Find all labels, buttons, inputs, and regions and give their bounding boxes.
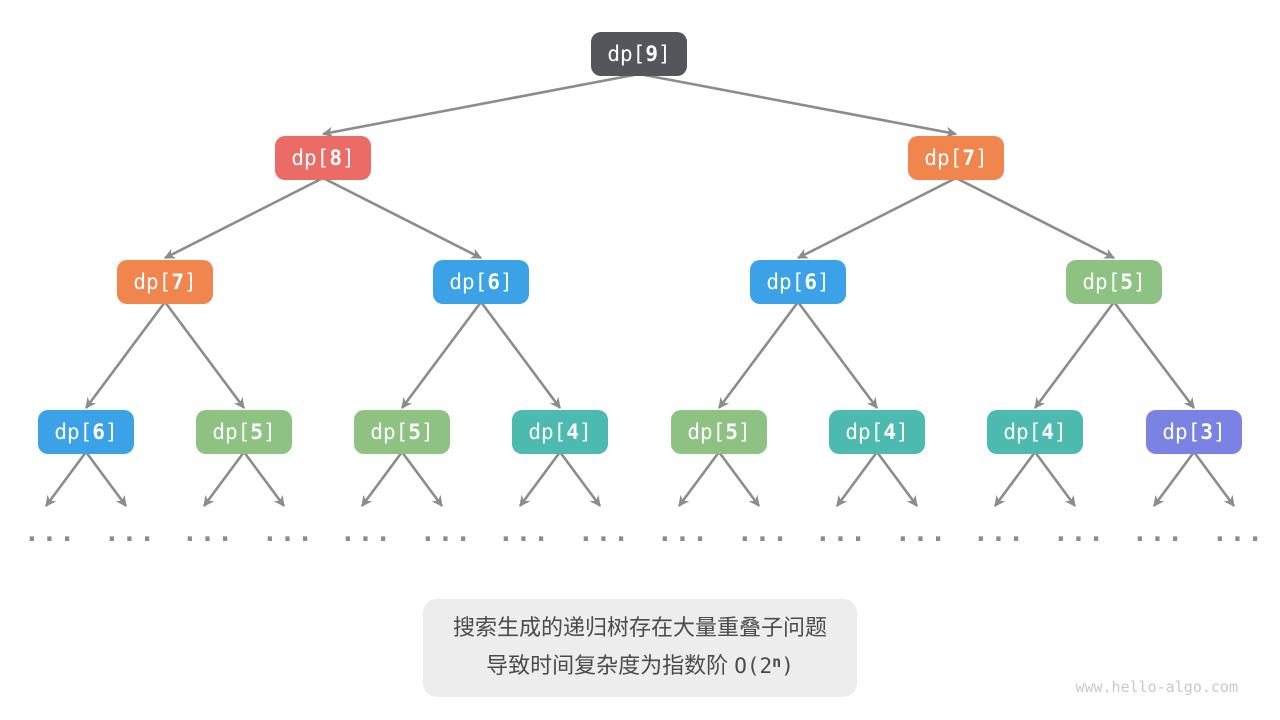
tree-edge-arrow — [400, 301, 483, 409]
tree-node-dp-5: dp[5] — [354, 410, 450, 454]
ellipsis-subtree: ... — [578, 518, 631, 548]
ellipsis-subtree: ... — [182, 518, 235, 548]
tree-edge-arrow — [322, 176, 482, 260]
caption-line-2: 导致时间复杂度为指数阶 O(2n) — [486, 653, 794, 678]
tree-edge-arrow — [400, 451, 444, 507]
ellipsis-subtree: ... — [420, 518, 473, 548]
tree-edge-arrow — [44, 451, 88, 507]
tree-node-dp-4: dp[4] — [829, 410, 925, 454]
ellipsis-subtree: ... — [1132, 518, 1185, 548]
tree-edge-arrow — [518, 451, 562, 507]
tree-edge-arrow — [1192, 451, 1236, 507]
tree-node-dp-5: dp[5] — [1066, 260, 1162, 304]
tree-edge-arrow — [717, 451, 761, 507]
tree-edge-arrow — [955, 176, 1115, 260]
caption-box: 搜索生成的递归树存在大量重叠子问题 导致时间复杂度为指数阶 O(2n) — [422, 599, 858, 697]
tree-edge-arrow — [242, 451, 286, 507]
ellipsis-subtree: ... — [657, 518, 710, 548]
tree-edge-arrow — [797, 176, 957, 260]
tree-node-dp-8: dp[8] — [275, 136, 371, 180]
tree-edge-arrow — [1152, 451, 1196, 507]
tree-edge-arrow — [717, 301, 800, 409]
tree-node-dp-5: dp[5] — [196, 410, 292, 454]
tree-edge-arrow — [479, 301, 562, 409]
tree-edge-arrow — [360, 451, 404, 507]
tree-edge-arrow — [875, 451, 919, 507]
ellipsis-subtree: ... — [1053, 518, 1106, 548]
tree-edge-arrow — [164, 176, 324, 260]
tree-edge-arrow — [163, 301, 246, 409]
tree-edge-arrow — [202, 451, 246, 507]
tree-node-dp-3: dp[3] — [1146, 410, 1242, 454]
ellipsis-subtree: ... — [262, 518, 315, 548]
tree-node-dp-6: dp[6] — [38, 410, 134, 454]
ellipsis-subtree: ... — [973, 518, 1026, 548]
tree-edge-arrow — [1033, 301, 1116, 409]
tree-edge-arrow — [558, 451, 602, 507]
tree-node-dp-4: dp[4] — [512, 410, 608, 454]
ellipsis-subtree: ... — [895, 518, 948, 548]
ellipsis-subtree: ... — [498, 518, 551, 548]
tree-node-dp-6: dp[6] — [433, 260, 529, 304]
tree-edge-arrow — [835, 451, 879, 507]
tree-edge-arrow — [677, 451, 721, 507]
tree-edge-arrow — [638, 72, 958, 138]
tree-node-dp-4: dp[4] — [987, 410, 1083, 454]
ellipsis-subtree: ... — [737, 518, 790, 548]
ellipsis-subtree: ... — [815, 518, 868, 548]
tree-edge-arrow — [84, 301, 167, 409]
tree-edge-arrow — [796, 301, 879, 409]
tree-node-dp-5: dp[5] — [671, 410, 767, 454]
tree-edge-arrow — [1112, 301, 1196, 409]
tree-edge-arrow — [321, 72, 640, 138]
ellipsis-subtree: ... — [340, 518, 393, 548]
tree-edge-arrow — [1033, 451, 1077, 507]
tree-node-dp-7: dp[7] — [117, 260, 213, 304]
tree-edge-arrow — [993, 451, 1037, 507]
tree-node-dp-6: dp[6] — [750, 260, 846, 304]
caption-line-1: 搜索生成的递归树存在大量重叠子问题 — [452, 615, 828, 640]
ellipsis-subtree: ... — [24, 518, 77, 548]
ellipsis-subtree: ... — [104, 518, 157, 548]
complexity-formula: O(2n) — [734, 653, 794, 678]
watermark: www.hello-algo.com — [1075, 678, 1238, 696]
tree-node-dp-7: dp[7] — [908, 136, 1004, 180]
ellipsis-subtree: ... — [1212, 518, 1265, 548]
tree-node-dp-9: dp[9] — [591, 32, 687, 76]
tree-edge-arrow — [84, 451, 128, 507]
